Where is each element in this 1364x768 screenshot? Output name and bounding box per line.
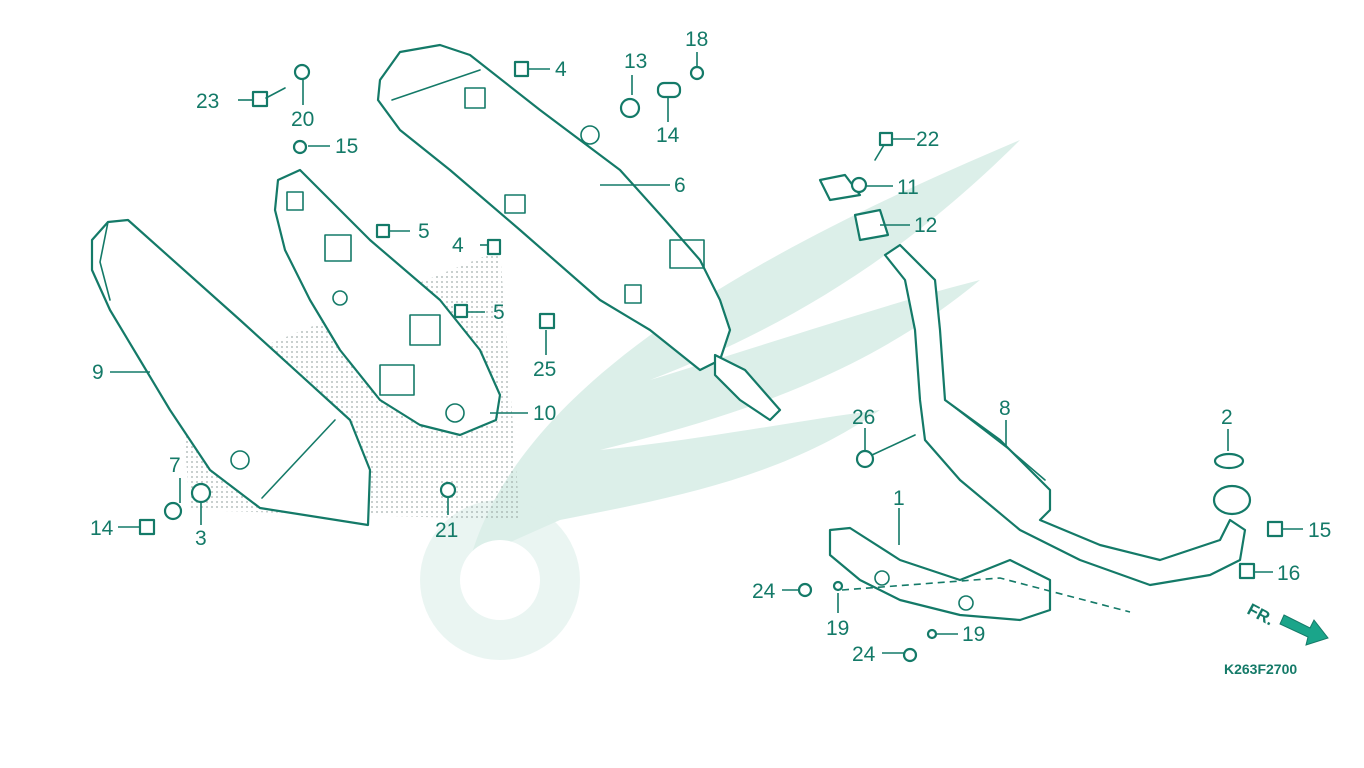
callout-25: 25 xyxy=(533,358,556,381)
callout-13: 13 xyxy=(624,50,647,73)
part-10-protector xyxy=(273,168,502,437)
callout-7: 7 xyxy=(169,454,181,477)
front-direction-indicator: FR. xyxy=(1244,600,1329,646)
front-arrow-icon xyxy=(1279,614,1329,646)
callout-labels: 23 20 15 4 13 14 18 6 5 4 5 25 9 10 7 3 … xyxy=(90,28,1331,666)
leader-lines xyxy=(110,52,1303,654)
callout-9: 9 xyxy=(92,361,104,384)
callout-26: 26 xyxy=(852,406,875,429)
callout-24b: 24 xyxy=(852,643,876,666)
callout-5a: 5 xyxy=(418,220,430,243)
front-label: FR. xyxy=(1244,600,1277,630)
callout-15: 15 xyxy=(335,135,358,158)
diagram-code: K263F2700 xyxy=(1224,661,1297,677)
callout-18: 18 xyxy=(685,28,708,51)
callout-4a: 4 xyxy=(555,58,567,81)
callout-14: 14 xyxy=(656,124,680,147)
small-parts xyxy=(138,60,1284,663)
callout-22: 22 xyxy=(916,128,939,151)
callout-23: 23 xyxy=(196,90,219,113)
callout-8: 8 xyxy=(999,397,1011,420)
callout-5b: 5 xyxy=(493,301,505,324)
callout-3: 3 xyxy=(195,527,207,550)
callout-6: 6 xyxy=(674,174,686,197)
callout-19a: 19 xyxy=(826,617,849,640)
callout-4b: 4 xyxy=(452,234,464,257)
callout-2: 2 xyxy=(1221,406,1233,429)
callout-24a: 24 xyxy=(752,580,776,603)
callout-11: 11 xyxy=(897,176,919,199)
callout-12: 12 xyxy=(914,214,937,237)
callout-19b: 19 xyxy=(962,623,985,646)
watermark-logo xyxy=(420,140,1020,660)
callout-1: 1 xyxy=(893,487,905,510)
callout-17b: 16 xyxy=(1277,562,1300,585)
callout-17a: 15 xyxy=(1308,519,1331,542)
part-8-exhaust-pipe xyxy=(883,243,1252,587)
part-9-heat-shield xyxy=(90,218,372,527)
part-6-muffler xyxy=(376,43,782,422)
callout-20: 20 xyxy=(291,108,314,131)
part-1-lower-shield xyxy=(828,526,1131,622)
callout-16: 14 xyxy=(90,517,114,540)
callout-10: 10 xyxy=(533,402,556,425)
callout-21: 21 xyxy=(435,519,458,542)
